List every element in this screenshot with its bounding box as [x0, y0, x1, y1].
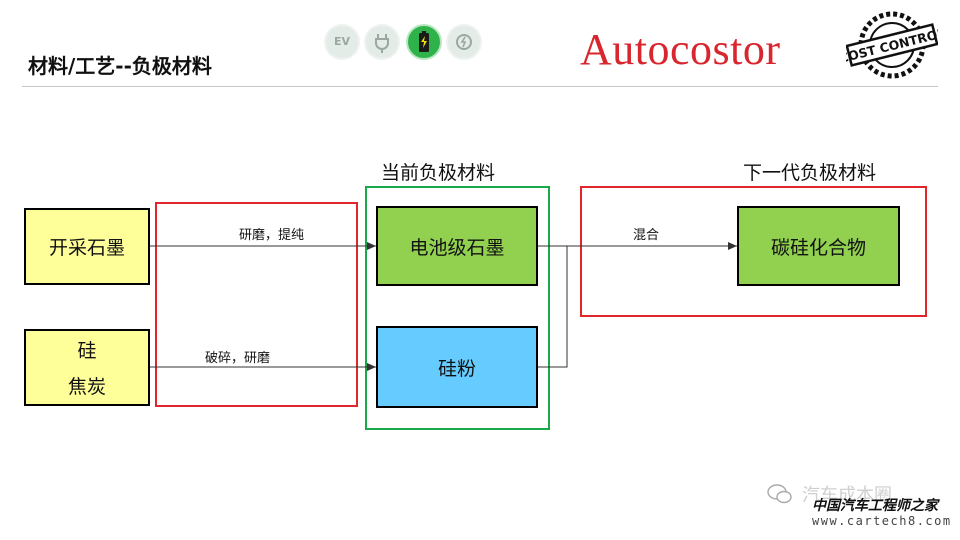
node-battery-graphite: 电池级石墨: [376, 206, 538, 286]
edge-label-mix: 混合: [633, 228, 660, 243]
page-title: 材料/工艺--负极材料: [28, 54, 212, 78]
brand-logo: Autocostor: [580, 25, 781, 74]
current-material-label: 当前负极材料: [381, 162, 496, 184]
plug-icon[interactable]: [364, 24, 400, 60]
edge-label-crush-grind: 破碎，研磨: [205, 351, 271, 366]
current-material-frame: [365, 186, 550, 430]
chat-bubble-icon: [767, 484, 792, 504]
node-silicon-powder: 硅粉: [376, 326, 538, 408]
watermark-url: www.cartech8.com: [812, 514, 952, 528]
cost-control-badge-graphic: COST CONTROL: [838, 11, 947, 79]
node-coke-label: 焦炭: [67, 376, 106, 399]
watermark-account: 汽车成本圈: [802, 485, 892, 506]
ev-icon-label: EV: [333, 35, 351, 48]
battery-icon-glyph: [419, 31, 429, 52]
node-silicon-coke: 硅 焦炭: [24, 329, 150, 406]
ev-icon[interactable]: EV: [324, 24, 360, 60]
header-divider: [22, 86, 938, 87]
node-graphite-ore: 开采石墨: [24, 208, 150, 285]
next-material-label: 下一代负极材料: [743, 162, 877, 184]
charge-cycle-icon-glyph: [456, 34, 472, 50]
node-silicon-label: 硅: [77, 339, 97, 362]
cost-control-badge: COST CONTROL: [838, 10, 947, 84]
plug-icon-glyph: [375, 34, 389, 53]
edge-label-grind-purify: 研磨，提纯: [239, 228, 305, 243]
battery-icon[interactable]: [406, 24, 442, 60]
next-material-frame: [580, 186, 927, 317]
watermark-site-name: 中国汽车工程师之家: [812, 498, 938, 514]
charge-cycle-icon[interactable]: [446, 24, 482, 60]
process-frame: [155, 202, 358, 407]
edge-merge-bracket: [538, 245, 568, 368]
node-carbon-silicon: 碳硅化合物: [737, 206, 900, 286]
